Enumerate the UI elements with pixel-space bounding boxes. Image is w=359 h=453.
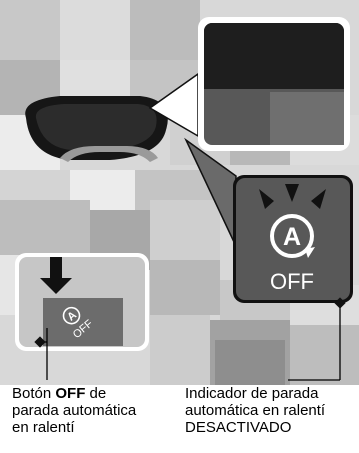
button-callout-line1-end: de bbox=[85, 385, 107, 402]
button-callout: Botón OFF de parada automática en ralent… bbox=[12, 385, 136, 436]
indicator-state-label: OFF bbox=[270, 269, 314, 294]
warning-ray-left bbox=[259, 189, 274, 209]
warning-ray-middle bbox=[285, 184, 299, 202]
button-callout-bold: OFF bbox=[55, 385, 86, 402]
illustration: A OFF A OFF bbox=[0, 0, 359, 385]
zoom-panel-top bbox=[198, 17, 350, 151]
indicator-callout-line2: automática en ralentí bbox=[185, 402, 326, 419]
indicator-letter: A bbox=[283, 223, 301, 251]
button-callout-line1-start: Botón bbox=[12, 385, 56, 402]
rearview-mirror bbox=[25, 96, 168, 162]
indicator-callout: Indicador de parada automática en ralent… bbox=[185, 385, 325, 436]
auto-stop-arrow-icon bbox=[305, 247, 315, 258]
indicator-callout-line3: DESACTIVADO bbox=[185, 419, 292, 436]
indicator-panel: A OFF bbox=[233, 175, 353, 303]
auto-stop-icon bbox=[270, 214, 314, 258]
press-arrow-icon bbox=[40, 257, 72, 294]
indicator-callout-line1: Indicador de parada bbox=[185, 385, 319, 402]
button-panel: A OFF bbox=[15, 253, 149, 351]
warning-ray-right bbox=[311, 189, 326, 209]
leader-dot-indicator bbox=[334, 297, 346, 309]
leader-dot-button bbox=[34, 336, 46, 348]
button-callout-line2: parada automática bbox=[12, 402, 137, 419]
button-callout-line3: en ralentí bbox=[12, 419, 75, 436]
